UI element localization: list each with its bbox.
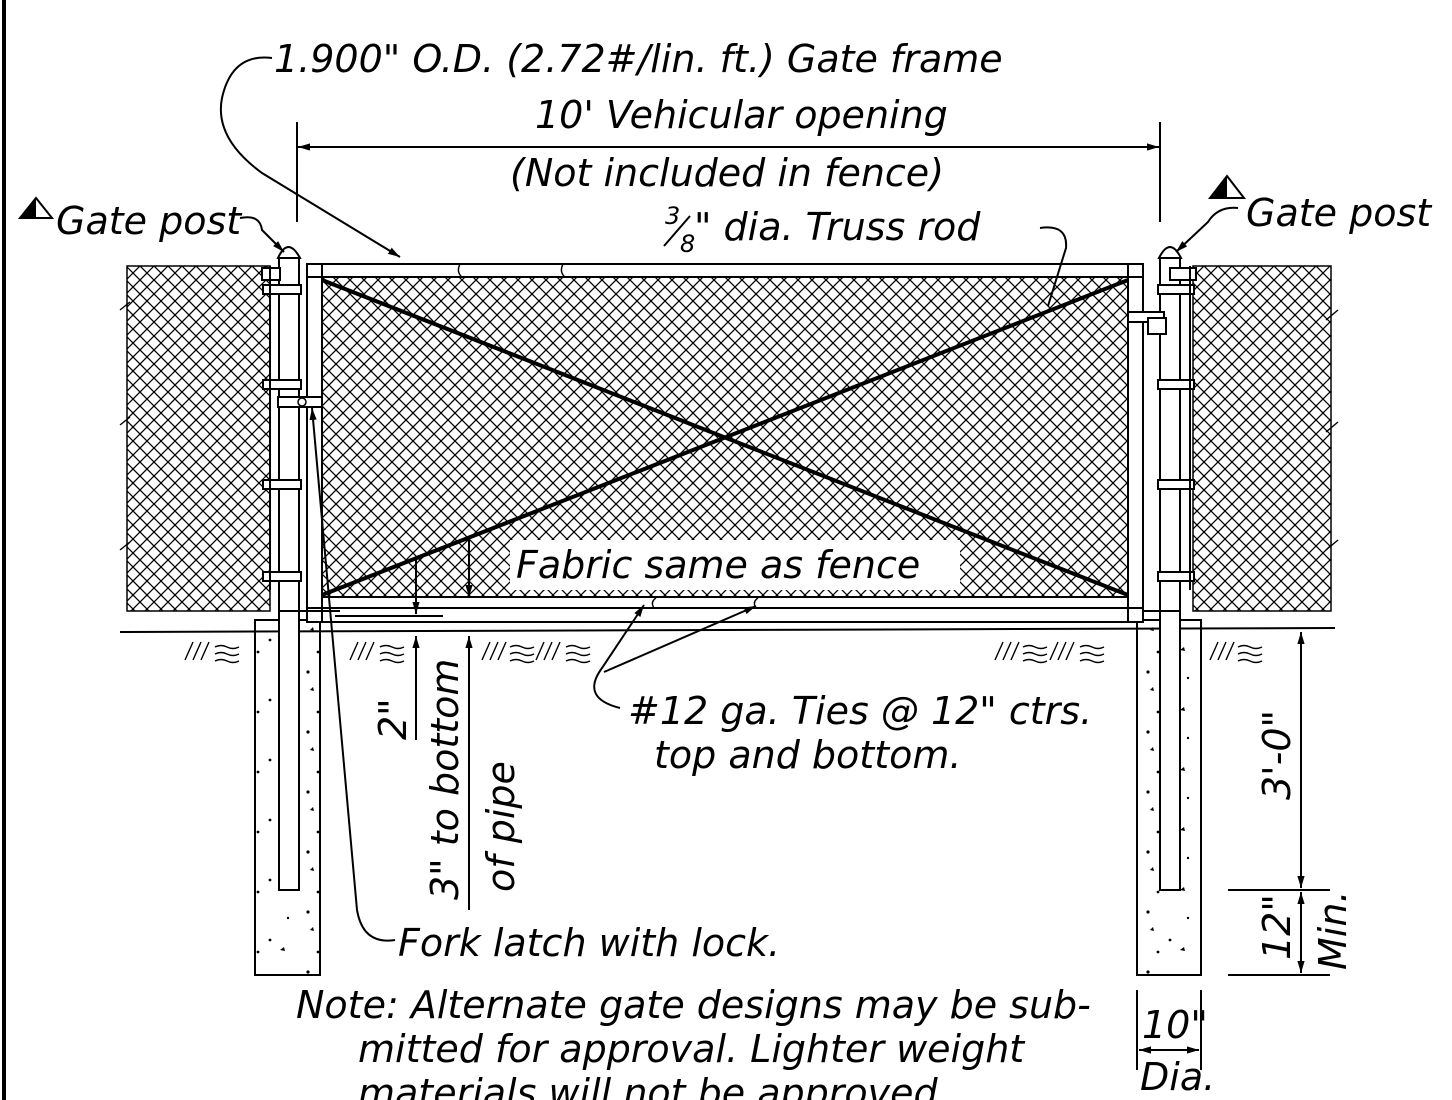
label-fabric: Fabric same as fence (516, 543, 920, 587)
truss-rod-fraction-bar (663, 215, 691, 247)
frame-ties (457, 263, 759, 609)
label-truss-rod: " dia. Truss rod (694, 205, 981, 249)
note-line-3: materials will not be approved. (358, 1071, 950, 1100)
label-not-included: (Not included in fence) (510, 151, 944, 195)
label-dim-10in: 10" (1142, 1003, 1208, 1047)
label-dim-2in: 2" (371, 698, 415, 740)
hinge-right-block (1147, 317, 1167, 335)
label-truss-rod-den: 8 (680, 230, 695, 258)
fork-latch-pin (297, 397, 307, 407)
label-truss-rod-num: 3 (665, 202, 680, 230)
gate-post-right-cap (1157, 246, 1183, 259)
fabric-label-bg (510, 540, 960, 590)
post-bands (261, 267, 1197, 582)
label-dim-3ft: 3'-0" (1255, 710, 1299, 800)
truss-rod-leader (1039, 226, 1068, 307)
fence-fabric-right (1192, 265, 1332, 612)
label-ties-1: #12 ga. Ties @ 12" ctrs. (628, 689, 1092, 733)
ties-leader-2 (603, 605, 757, 673)
gate-post-left-leader (239, 216, 285, 253)
fence-tension-marks (119, 301, 1339, 551)
note-line-2: mitted for approval. Lighter weight (358, 1027, 1026, 1071)
label-dim-3in-1: 3" to bottom (423, 659, 467, 900)
fence-fabric-left (126, 265, 271, 612)
label-dim-min: Min. (1311, 890, 1355, 970)
label-fork-latch: Fork latch with lock. (398, 921, 780, 965)
label-opening: 10' Vehicular opening (535, 93, 948, 137)
truss-rod-b (321, 278, 1129, 597)
label-gate-frame: 1.900" O.D. (2.72#/lin. ft.) Gate frame (274, 37, 1003, 81)
ground-line (119, 627, 1336, 633)
label-gate-post-left: Gate post (56, 199, 243, 243)
grade-hatch (184, 641, 1263, 664)
label-ties-2: top and bottom. (654, 733, 961, 777)
gate-frame-leader (219, 56, 401, 258)
ties-leader (593, 604, 645, 709)
fork-latch-leader (309, 407, 396, 942)
label-gate-post-right: Gate post (1246, 191, 1433, 235)
label-dim-dia: Dia. (1140, 1055, 1215, 1099)
note-line-1: Note: Alternate gate designs may be sub- (296, 983, 1091, 1027)
gate-post-right-leader (1175, 206, 1239, 253)
label-dim-3in-2: of pipe (479, 761, 523, 892)
label-dim-12in: 12" (1255, 894, 1299, 960)
